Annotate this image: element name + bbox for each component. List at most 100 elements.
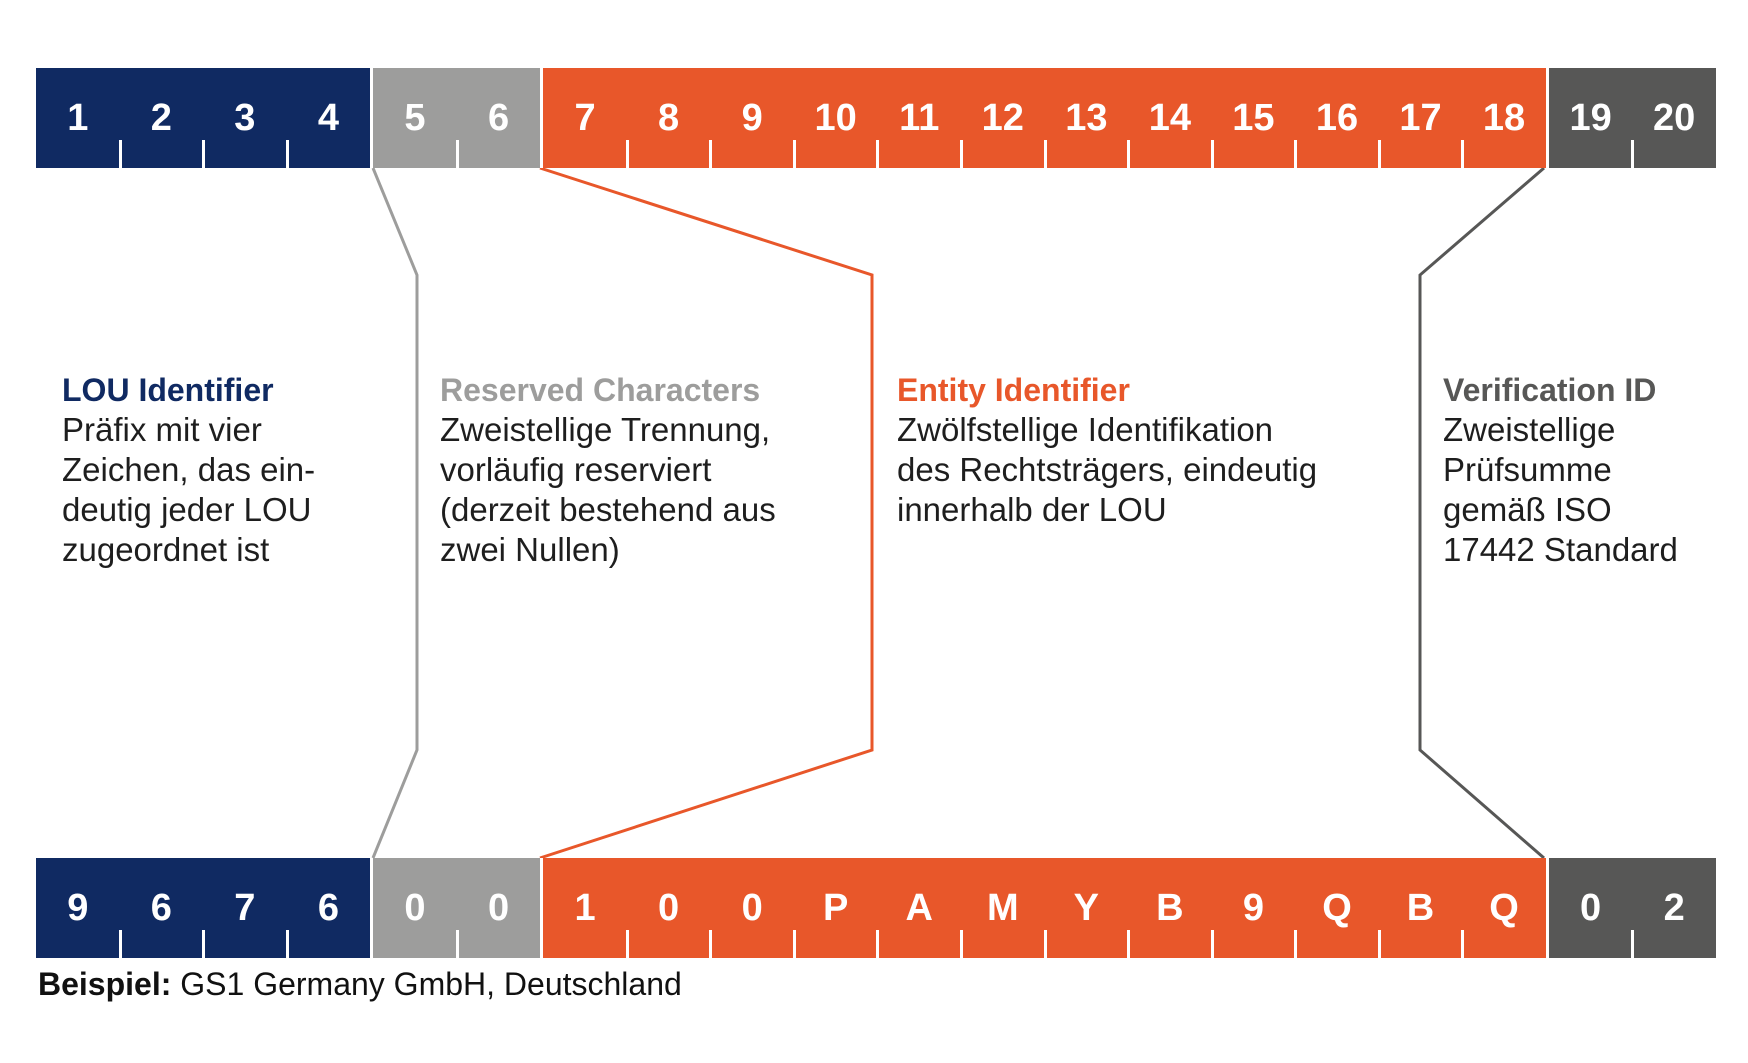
character-cell: 6 — [285, 858, 371, 958]
tick-mark — [625, 140, 629, 168]
tick-mark — [792, 930, 796, 958]
tick-mark — [118, 140, 122, 168]
cell-text: 1 — [67, 96, 89, 139]
example-label: Beispiel: — [38, 966, 172, 1002]
cell-text: 1 — [574, 886, 596, 929]
cell-text: 7 — [234, 886, 256, 929]
tick-mark — [1043, 140, 1047, 168]
tick-mark — [1127, 140, 1131, 168]
position-cell: 18 — [1461, 68, 1546, 168]
cell-text: P — [823, 886, 849, 929]
cell-text: 16 — [1315, 96, 1359, 139]
separator — [540, 858, 544, 958]
character-cell: Q — [1294, 858, 1379, 958]
entity-description: Zwölfstellige Identifikation des Rechtst… — [897, 411, 1318, 528]
position-cell: 16 — [1294, 68, 1379, 168]
tick-mark — [1294, 930, 1298, 958]
tick-mark — [202, 930, 206, 958]
character-cell: 1 — [543, 858, 627, 958]
character-cell: Y — [1043, 858, 1129, 958]
example-text: GS1 Germany GmbH, Deutschland — [171, 966, 682, 1002]
position-cell: 10 — [792, 68, 878, 168]
cell-text: 0 — [1580, 886, 1602, 929]
tick-mark — [1377, 930, 1381, 958]
character-cell: M — [960, 858, 1045, 958]
tick-mark — [1377, 140, 1381, 168]
tick-mark — [202, 140, 206, 168]
position-cell: 13 — [1043, 68, 1129, 168]
verification-connector — [1418, 166, 1545, 860]
tick-mark — [960, 140, 964, 168]
cell-text: 2 — [1663, 886, 1685, 929]
character-cell: A — [876, 858, 961, 958]
cell-text: 13 — [1065, 96, 1108, 139]
position-cell: 5 — [373, 68, 457, 168]
tick-mark — [285, 140, 289, 168]
character-cell: Q — [1461, 858, 1546, 958]
tick-mark — [792, 140, 796, 168]
cell-text: 0 — [487, 886, 510, 929]
verification-description: Zweistellige Prüfsumme gemäß ISO 17442 S… — [1443, 411, 1678, 568]
separator — [1545, 68, 1549, 168]
character-cell: 6 — [118, 858, 204, 958]
cell-text: 0 — [741, 886, 763, 929]
lou-title: LOU Identifier — [62, 372, 274, 408]
cell-text: 10 — [814, 96, 857, 139]
position-cell: 14 — [1127, 68, 1212, 168]
entity-title: Entity Identifier — [897, 372, 1130, 408]
tick-mark — [1210, 930, 1214, 958]
character-cell: 9 — [36, 858, 120, 958]
tick-mark — [1461, 140, 1465, 168]
cell-text: 20 — [1653, 96, 1696, 139]
entity-section: Entity Identifier Zwölfstellige Identifi… — [897, 370, 1317, 530]
cell-text: 0 — [404, 886, 426, 929]
position-cell: 1 — [36, 68, 120, 168]
position-cell: 4 — [285, 68, 371, 168]
tick-mark — [455, 140, 459, 168]
cell-text: 3 — [234, 96, 256, 139]
tick-mark — [625, 930, 629, 958]
position-cell: 19 — [1549, 68, 1633, 168]
tick-mark — [1127, 930, 1131, 958]
cell-text: 9 — [1242, 886, 1264, 929]
character-cell: B — [1377, 858, 1463, 958]
cell-text: B — [1156, 886, 1184, 929]
lou-section: LOU Identifier Präfix mit vier Zeichen, … — [62, 370, 315, 570]
cell-text: 15 — [1232, 96, 1275, 139]
tick-mark — [709, 140, 713, 168]
cell-text: 19 — [1569, 96, 1612, 139]
cell-text: 18 — [1482, 96, 1526, 139]
position-cell: 3 — [202, 68, 287, 168]
cell-text: Q — [1322, 886, 1352, 929]
cell-text: 9 — [741, 96, 763, 139]
cell-text: 7 — [574, 96, 596, 139]
cell-text: 4 — [317, 96, 339, 139]
tick-mark — [876, 930, 880, 958]
separator — [370, 858, 374, 958]
reserved-connector — [371, 167, 419, 859]
tick-mark — [876, 140, 880, 168]
cell-text: 11 — [899, 96, 940, 139]
character-cell: 0 — [1549, 858, 1633, 958]
cell-text: 0 — [658, 886, 680, 929]
tick-mark — [709, 930, 713, 958]
reserved-section: Reserved Characters Zweistellige Trennun… — [440, 370, 776, 570]
entity-connector — [539, 166, 874, 860]
position-cell: 20 — [1631, 68, 1716, 168]
cell-text: 8 — [658, 96, 680, 139]
lou-description: Präfix mit vier Zeichen, das ein- deutig… — [62, 411, 316, 568]
position-cell: 15 — [1210, 68, 1296, 168]
character-cell: B — [1127, 858, 1212, 958]
example-caption: Beispiel: GS1 Germany GmbH, Deutschland — [38, 966, 682, 1003]
tick-mark — [1210, 140, 1214, 168]
tick-mark — [1631, 140, 1635, 168]
position-cell: 2 — [118, 68, 204, 168]
